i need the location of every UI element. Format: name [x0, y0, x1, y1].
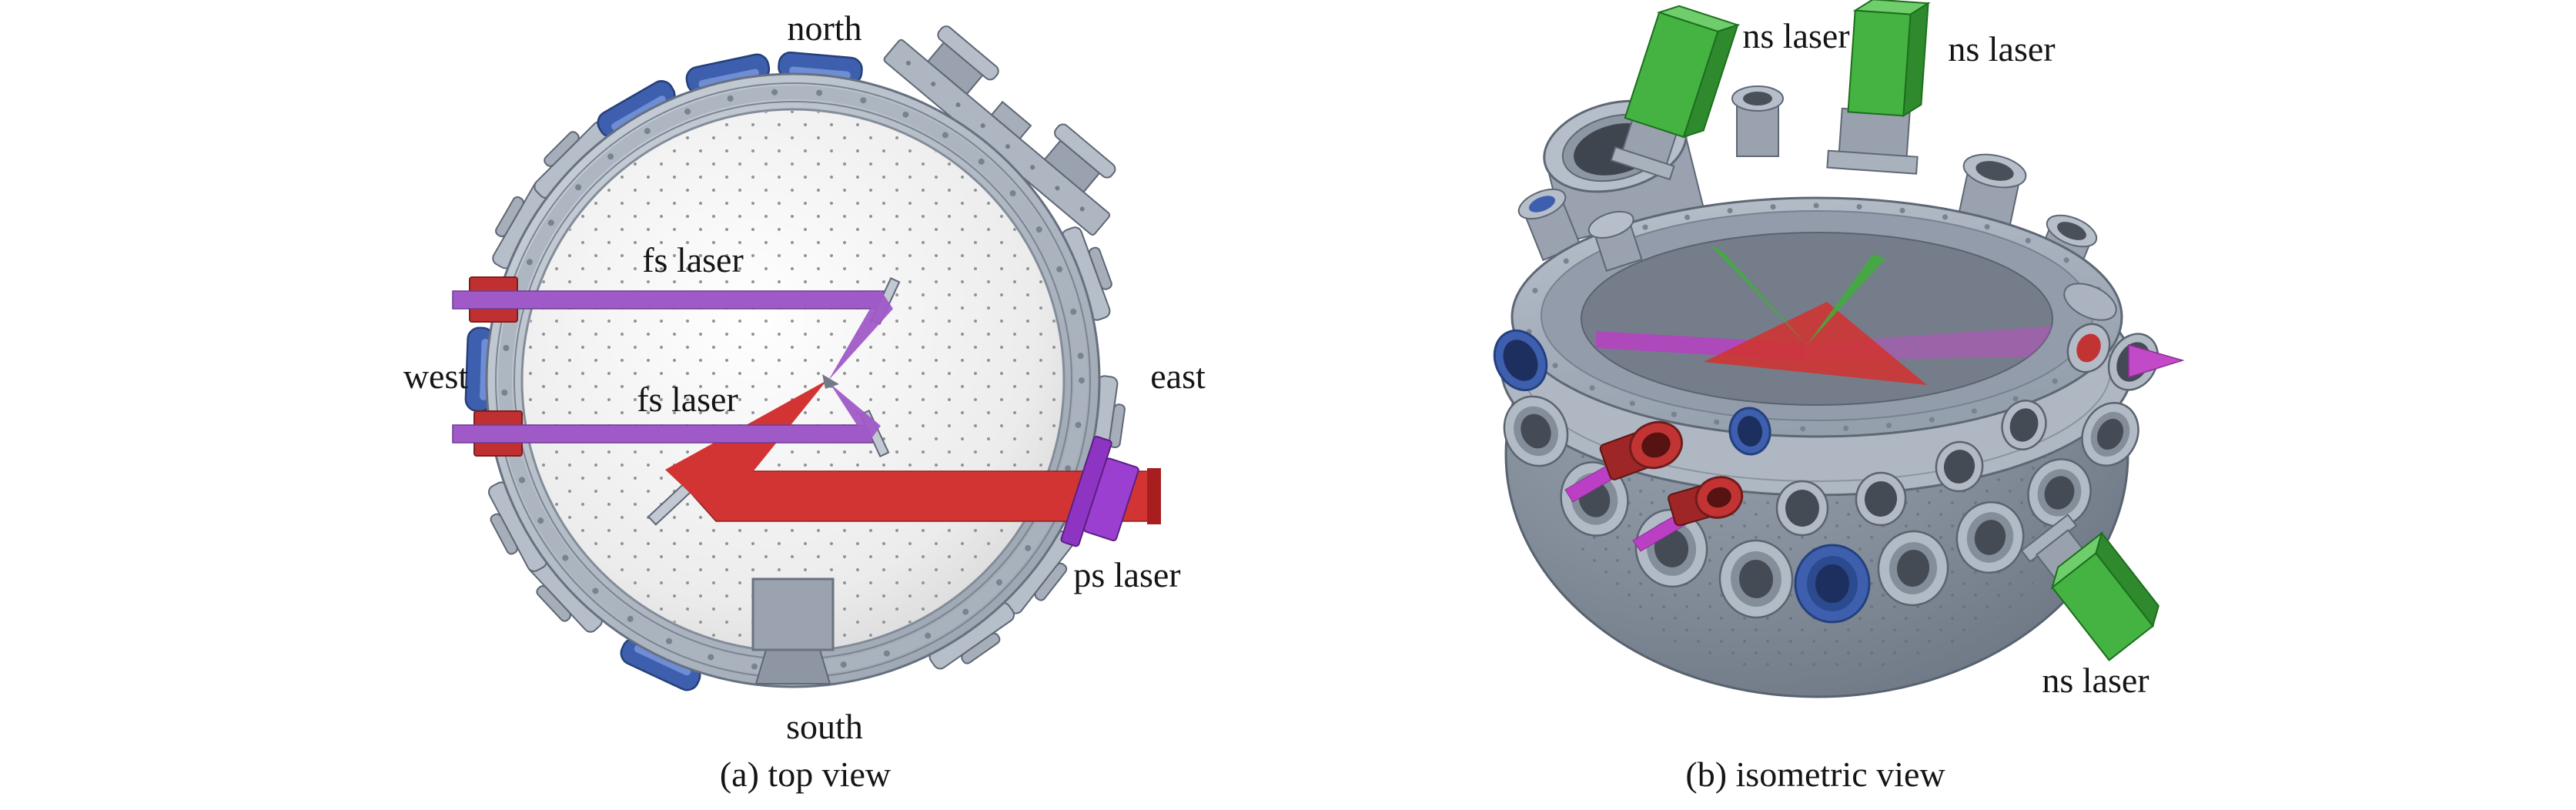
- edge-flange: [2063, 283, 2117, 321]
- target-point: [822, 374, 839, 389]
- ns-laser-box-top-left: [1610, 5, 1741, 181]
- top-view-rendering: [452, 25, 1161, 695]
- ne-flange-assembly: [883, 25, 1116, 236]
- top-port-cylinder: [1731, 85, 1784, 157]
- label-east: east: [1150, 356, 1206, 396]
- interior-beams: [1581, 232, 2053, 406]
- label-west: west: [403, 356, 469, 396]
- viewport-port-blue: [1728, 407, 1771, 456]
- caption-isometric-view: (b) isometric view: [1685, 755, 1945, 794]
- ns-laser-box-top-right: [1826, 0, 1931, 175]
- viewport-port-red-center: [2066, 323, 2111, 373]
- magenta-wedge: [2128, 344, 2185, 379]
- ps-laser-focus-wedge: [665, 380, 827, 517]
- viewport-ports: [1493, 323, 2159, 624]
- red-port-cylinder: [1668, 476, 1744, 527]
- label-fs-laser-lower: fs laser: [637, 380, 738, 419]
- fs-laser-focus-wedge-lower: [830, 383, 881, 443]
- top-port-cylinder: [1587, 210, 1643, 272]
- label-ns-laser-top-left: ns laser: [1742, 16, 1850, 55]
- breadboard-plate: [520, 108, 1066, 653]
- viewport-port-blue: [1794, 544, 1871, 624]
- label-ps-laser: ps laser: [1073, 555, 1181, 594]
- label-ns-laser-bottom-right: ns laser: [2042, 661, 2149, 700]
- fs-laser-beam-lower: [452, 424, 875, 443]
- fs-laser-focus-wedge-upper: [828, 290, 893, 380]
- label-north: north: [787, 8, 862, 48]
- label-ns-laser-top-right: ns laser: [1948, 29, 2056, 69]
- ps-laser-exit-flange: [1060, 436, 1139, 547]
- red-port-cylinder: [1599, 420, 1683, 480]
- ps-laser-beam-end: [1147, 468, 1161, 524]
- fs-laser-beam-upper: [452, 290, 886, 310]
- label-fs-laser-upper: fs laser: [642, 240, 744, 279]
- label-south: south: [786, 707, 863, 746]
- top-port-cylinder: [1517, 188, 1581, 262]
- ns-laser-box-bottom-right: [2020, 514, 2159, 661]
- south-square-port: [751, 577, 835, 684]
- viewport-port-blue: [1493, 329, 1548, 392]
- isometric-view-rendering: [1493, 0, 2185, 698]
- caption-top-view: (a) top view: [719, 755, 892, 794]
